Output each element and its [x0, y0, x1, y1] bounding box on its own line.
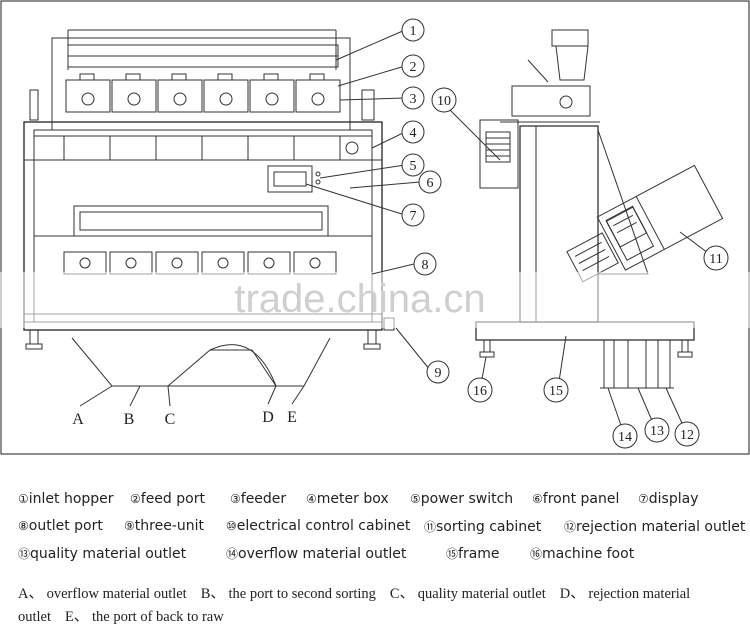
callouts [79, 18, 729, 449]
legend-label: frame [458, 546, 500, 562]
legend-label: machine foot [542, 546, 635, 562]
electrical-control-cabinet [479, 119, 519, 189]
legend-label: feed port [140, 491, 205, 507]
overflow-outlet [603, 339, 615, 389]
legend-item: ⑧outlet port [18, 518, 103, 534]
front-view [23, 29, 395, 387]
letter-d: D [262, 409, 274, 426]
legend-item: ⑭overflow material outlet [226, 545, 406, 562]
legend-number: ⑭ [226, 547, 239, 561]
callout-5: 5 [410, 159, 417, 174]
front-panel [73, 205, 329, 237]
legend-number: ① [18, 492, 29, 506]
legend-label: meter box [316, 491, 389, 507]
legend-item: ⑨three-unit [124, 518, 204, 534]
legend-item: ⑥front panel [532, 491, 619, 507]
letter-c: C [165, 411, 176, 428]
quality-outlet [627, 339, 647, 389]
sorting-cabinet [596, 164, 724, 271]
callout-8: 8 [422, 258, 429, 273]
legend-number: ⑫ [564, 520, 577, 534]
legend-label: inlet hopper [28, 491, 114, 507]
watermark-band [0, 272, 750, 328]
legend-number: ⑤ [410, 492, 421, 506]
legend-label: feeder [240, 491, 287, 507]
rejection-outlet [657, 339, 671, 389]
note-b: B、 the port to second sorting [200, 586, 376, 602]
legend-item: ②feed port [130, 491, 205, 507]
legend-item: ①inlet hopper [18, 491, 114, 507]
callout-10: 10 [437, 94, 451, 109]
side-view [475, 29, 724, 389]
legend-label: three-unit [134, 518, 204, 534]
callout-9: 9 [435, 366, 442, 381]
drawing-frame [0, 0, 750, 455]
note-e: E、 the port of back to raw [65, 609, 224, 625]
legend-number: ⑧ [18, 519, 29, 533]
callout-1: 1 [410, 24, 417, 39]
legend-number: ⑪ [424, 520, 437, 534]
notes: A、 overflow material outlet B、 the port t… [18, 583, 738, 629]
legend-label: sorting cabinet [436, 519, 542, 535]
callout-14: 14 [618, 430, 632, 445]
letter-b: B [124, 411, 135, 428]
callout-2: 2 [410, 60, 417, 75]
legend-label: front panel [542, 491, 620, 507]
outlet-ports [63, 251, 337, 275]
legend-label: quality material outlet [30, 546, 187, 562]
letter-e: E [287, 409, 297, 426]
note-c: C、 quality material outlet [389, 586, 546, 602]
legend-label: overflow material outlet [238, 546, 407, 562]
machine-diagram: trade.china.cn [0, 0, 750, 455]
legend-item: ⑪sorting cabinet [424, 518, 541, 535]
legend-label: electrical control cabinet [236, 518, 411, 534]
legend-item: ⑤power switch [410, 491, 513, 507]
callout-11: 11 [709, 252, 722, 267]
callout-16: 16 [473, 384, 487, 399]
legend-number: ⑦ [638, 492, 649, 506]
legend-item: ⑯machine foot [530, 545, 634, 562]
callout-7: 7 [410, 209, 417, 224]
side-feeder [511, 85, 591, 117]
main-body [23, 121, 383, 331]
legend: ①inlet hopper ②feed port ③feeder ④meter … [0, 455, 750, 625]
callout-13: 13 [650, 424, 664, 439]
legend-item: ⑮frame [446, 545, 500, 562]
note-a: A、 overflow material outlet [18, 586, 187, 602]
callout-6: 6 [427, 176, 434, 191]
legend-number: ⑩ [226, 519, 237, 533]
letter-a: A [72, 411, 84, 428]
callout-12: 12 [680, 428, 694, 443]
legend-number: ④ [306, 492, 317, 506]
feeders [65, 73, 341, 113]
legend-number: ⑬ [18, 547, 31, 561]
top-frame [51, 37, 351, 131]
legend-number: ⑯ [530, 547, 543, 561]
callout-labels: 1 2 3 4 5 6 7 8 9 10 11 12 13 14 15 16 A… [72, 24, 723, 445]
callout-15: 15 [549, 384, 563, 399]
legend-number: ③ [230, 492, 241, 506]
legend-number: ⑮ [446, 547, 459, 561]
callout-4: 4 [410, 126, 417, 141]
legend-number: ⑨ [124, 519, 135, 533]
meter-dial [345, 141, 359, 155]
outlet-chute [71, 337, 331, 387]
callout-3: 3 [410, 92, 417, 107]
legend-item: ④meter box [306, 491, 389, 507]
legend-number: ② [130, 492, 141, 506]
legend-item: ⑩electrical control cabinet [226, 518, 410, 534]
legend-number: ⑥ [532, 492, 543, 506]
display [267, 165, 313, 193]
legend-label: rejection material outlet [576, 519, 746, 535]
note-d: D、 rejection material outlet [18, 586, 691, 625]
watermark: trade.china.cn [234, 277, 485, 321]
legend-item: ⑫rejection material outlet [564, 518, 745, 535]
legend-label: power switch [420, 491, 514, 507]
legend-label: display [648, 491, 699, 507]
legend-item: ⑬quality material outlet [18, 545, 186, 562]
legend-item: ⑦display [638, 491, 698, 507]
legend-item: ③feeder [230, 491, 286, 507]
legend-label: outlet port [28, 518, 103, 534]
